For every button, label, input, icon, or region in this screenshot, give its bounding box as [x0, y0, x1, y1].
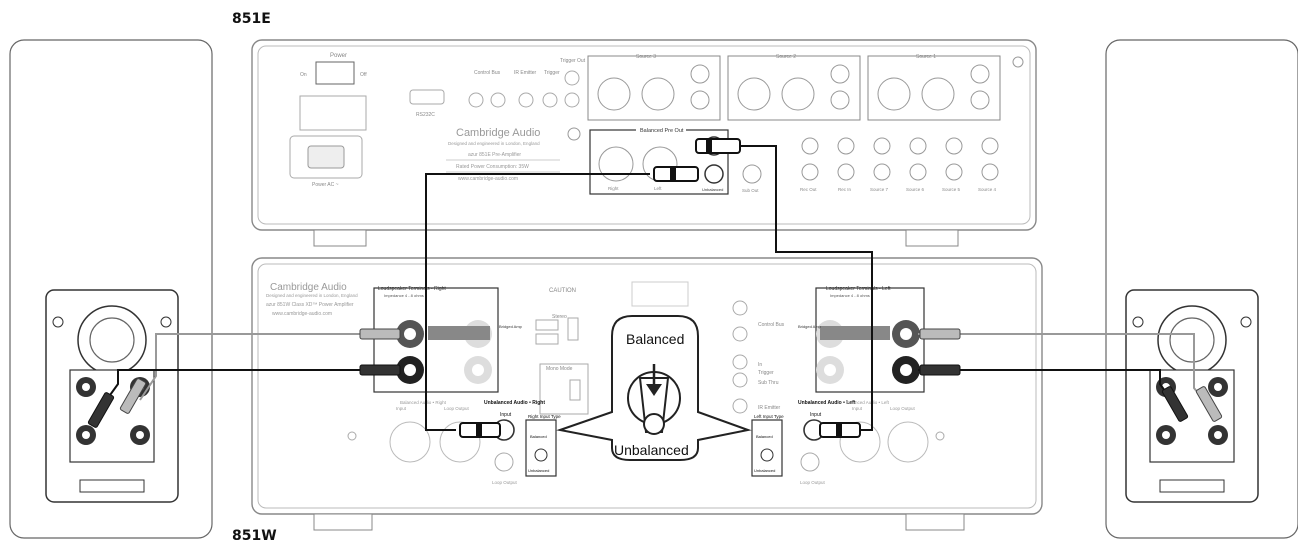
right-input-balanced: Balanced	[530, 434, 547, 439]
preamp-off-label: Off	[360, 72, 367, 78]
source-2-label: Source 2	[776, 54, 796, 60]
unbal-right-loop: Loop Output	[492, 480, 518, 485]
ls-terminals-right-box: Loudspeaker Terminals • Right Impedance …	[373, 286, 523, 393]
rs232-port[interactable]	[409, 89, 445, 105]
source-7-label: Source 7	[870, 187, 889, 192]
preamp-website: www.cambridge-audio.com	[458, 176, 518, 182]
bal-audio-right-label: Balanced Audio • Right	[400, 400, 447, 405]
right-input-unbalanced: Unbalanced	[528, 468, 549, 473]
preamp-brand: Cambridge Audio	[456, 127, 540, 139]
bpo-right-label: Right	[608, 186, 619, 191]
left-input-balanced: Balanced	[756, 434, 773, 439]
poweramp-model-name: azur 851W Class XD™ Power Amplifier	[266, 302, 354, 308]
pa-in-label: In	[758, 362, 762, 368]
balanced-pre-out-label: Balanced Pre Out	[640, 128, 684, 134]
rca-cable-right	[425, 173, 650, 431]
speaker-cables-left	[87, 328, 401, 428]
left-input-unbalanced: Unbalanced	[754, 468, 775, 473]
preamp-power-switch[interactable]	[315, 61, 355, 85]
preamp-power-ac-label: Power AC ~	[312, 182, 339, 188]
preamp-unit: Power On Off Power AC ~ RS232C Control B…	[251, 39, 1037, 247]
source-5-label: Source 5	[942, 187, 961, 192]
source-3-label: Source 3	[636, 54, 656, 60]
unbal-right-input: Input	[500, 412, 512, 418]
left-input-type-label: Left Input Type	[754, 414, 784, 419]
ls-right-bridged: Bridged Amp	[499, 324, 523, 329]
sub-out-label: Sub Out	[742, 188, 759, 193]
bal-left-loop: Loop Output	[890, 406, 916, 411]
unbal-left-loop: Loop Output	[800, 480, 826, 485]
right-input-type-switch[interactable]	[525, 419, 557, 477]
bpo-left-label: Left	[654, 186, 662, 191]
preamp-ir-emitter-label: IR Emitter	[514, 70, 537, 76]
rec-in-label: Rec In	[838, 187, 852, 192]
balanced-pre-out-box: Balanced Pre Out Right Left Unbalanced	[589, 125, 729, 195]
right-input-type-label: Right Input Type	[528, 414, 561, 419]
left-speaker	[9, 39, 213, 539]
unbal-audio-right-label: Unbalanced Audio • Right	[484, 400, 545, 406]
ls-right-label: Loudspeaker Terminals • Right	[378, 286, 446, 292]
speaker-cables-right	[918, 328, 1223, 422]
bal-audio-left-label: Balanced Audio • Left	[846, 400, 890, 405]
source-6-label: Source 6	[906, 187, 925, 192]
ls-right-impedance: Impedance 4 - 8 ohms	[384, 293, 424, 298]
rca-plugs	[459, 138, 861, 438]
preamp-rated-power: Rated Power Consumption: 35W	[456, 164, 529, 170]
preamp-control-bus-label: Control Bus	[474, 70, 501, 76]
bal-left-input: Input	[852, 406, 863, 411]
pa-sub-thru-label: Sub Thru	[758, 380, 779, 386]
preamp-trigger-out-label: Trigger Out	[560, 58, 586, 64]
interconnect-cables	[425, 145, 873, 431]
callout-unbalanced-label: Unbalanced	[614, 442, 689, 458]
ls-terminals-left-box: Loudspeaker Terminals • Left Impedance 4…	[798, 286, 925, 393]
source-3-box: Source 3	[587, 54, 721, 121]
pa-trigger-label: Trigger	[758, 370, 774, 376]
unbal-left-input: Input	[810, 412, 822, 418]
mono-mode-label: Mono Mode	[546, 366, 573, 372]
source-4-label: Source 4	[978, 187, 997, 192]
ls-left-bridged: Bridged Amp	[798, 324, 822, 329]
bal-right-input: Input	[396, 406, 407, 411]
ls-left-label: Loudspeaker Terminals • Left	[826, 286, 891, 292]
preamp-model-name: azur 851E Pre-Amplifier	[468, 152, 521, 158]
preamp-on-label: On	[300, 72, 307, 78]
preamp-designed: Designed and engineered in London, Engla…	[448, 141, 540, 146]
poweramp-designed: Designed and engineered in London, Engla…	[266, 293, 358, 298]
right-speaker	[1105, 39, 1298, 539]
source-1-box: Source 1	[867, 54, 1001, 121]
preamp-model-label: 851E	[232, 11, 271, 27]
preamp-trigger-label: Trigger	[544, 70, 560, 76]
source-1-label: Source 1	[916, 54, 936, 60]
preamp-power-label: Power	[330, 53, 347, 59]
left-input-type-switch[interactable]	[751, 419, 783, 477]
poweramp-model-label: 851W	[232, 528, 277, 544]
rca-cable-left	[740, 145, 873, 431]
rs232-label: RS232C	[416, 112, 435, 118]
pa-control-bus-label: Control Bus	[758, 322, 785, 328]
rec-out-label: Rec Out	[800, 187, 817, 192]
poweramp-brand: Cambridge Audio	[270, 282, 347, 293]
unbal-audio-left-label: Unbalanced Audio • Left	[798, 400, 856, 406]
ls-left-impedance: Impedance 4 - 8 ohms	[830, 293, 870, 298]
source-2-box: Source 2	[727, 54, 861, 121]
input-type-callout: Balanced Unbalanced	[556, 315, 752, 461]
bpo-unbalanced-label: Unbalanced	[702, 187, 723, 192]
bal-right-loop: Loop Output	[444, 406, 470, 411]
pa-ir-emitter-label: IR Emitter	[758, 405, 781, 411]
callout-balanced-label: Balanced	[626, 331, 684, 347]
poweramp-caution: CAUTION	[549, 288, 576, 294]
stereo-label: Stereo	[552, 314, 567, 320]
poweramp-website: www.cambridge-audio.com	[272, 311, 332, 317]
